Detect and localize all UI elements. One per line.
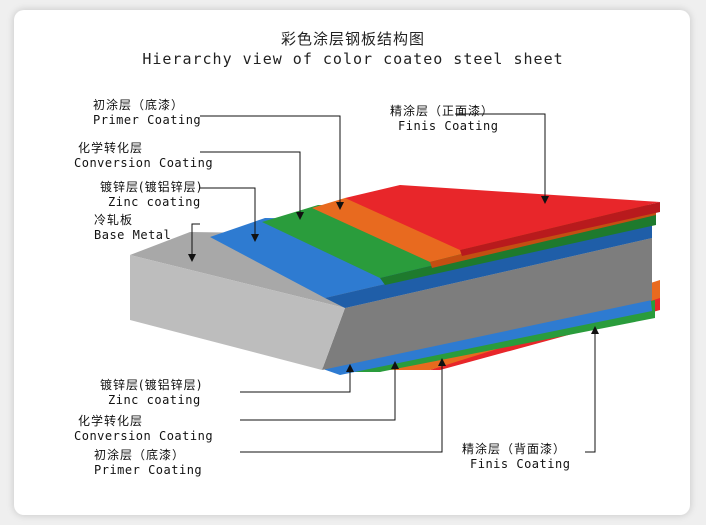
label-finish-top: 精涂层（正面漆） Finis Coating: [390, 104, 498, 134]
leader-lines: [191, 113, 596, 453]
label-finish-bottom: 精涂层（背面漆） Finis Coating: [462, 442, 570, 472]
label-conversion-bottom: 化学转化层 Conversion Coating: [74, 414, 213, 444]
leader-zinc-bottom: [240, 368, 351, 393]
leader-primer-bottom: [240, 362, 443, 453]
label-conversion-top: 化学转化层 Conversion Coating: [74, 141, 213, 171]
label-base: 冷轧板 Base Metal: [94, 213, 171, 243]
label-finish-bottom-en: Finis Coating: [470, 457, 571, 471]
top-finish-layer-face: [345, 185, 660, 250]
label-primer-bottom-en: Primer Coating: [94, 463, 203, 477]
label-conversion-bottom-cn: 化学转化层: [78, 414, 144, 428]
label-primer-top-en: Primer Coating: [93, 113, 202, 127]
label-base-en: Base Metal: [94, 228, 172, 242]
leader-zinc-top: [200, 187, 256, 238]
label-finish-top-en: Finis Coating: [398, 119, 499, 133]
label-conversion-top-en: Conversion Coating: [74, 156, 214, 170]
label-base-cn: 冷轧板: [94, 213, 134, 227]
label-primer-top: 初涂层（底漆） Primer Coating: [93, 98, 201, 128]
diagram-title-en: Hierarchy view of color coateo steel she…: [142, 50, 564, 68]
label-primer-top-cn: 初涂层（底漆）: [93, 98, 185, 112]
label-zinc-top-en: Zinc coating: [108, 195, 201, 209]
label-zinc-top-cn: 镀锌层(镀铝锌层): [100, 180, 203, 194]
label-finish-bottom-cn: 精涂层（背面漆）: [462, 442, 567, 456]
label-primer-bottom-cn: 初涂层（底漆）: [94, 448, 186, 462]
leader-finish-bottom: [585, 330, 596, 453]
base-metal-front: [322, 238, 652, 370]
label-conversion-top-cn: 化学转化层: [78, 141, 144, 155]
arrowheads: [188, 196, 599, 372]
top-finish-layer-edge: [460, 202, 660, 256]
diagram-title-cn: 彩色涂层钢板结构图: [280, 30, 425, 48]
label-finish-top-cn: 精涂层（正面漆）: [390, 104, 495, 118]
label-conversion-bottom-en: Conversion Coating: [74, 429, 214, 443]
leader-base: [191, 223, 200, 258]
label-zinc-bottom: 镀锌层(镀铝锌层) Zinc coating: [100, 378, 202, 408]
label-zinc-bottom-en: Zinc coating: [108, 393, 201, 407]
leader-conversion-top: [200, 151, 301, 216]
base-metal-side: [130, 255, 345, 370]
leader-conversion-bottom: [240, 365, 396, 421]
leader-finish-top: [455, 113, 546, 200]
label-zinc-bottom-cn: 镀锌层(镀铝锌层): [100, 378, 203, 392]
label-primer-bottom: 初涂层（底漆） Primer Coating: [94, 448, 202, 478]
label-zinc-top: 镀锌层(镀铝锌层) Zinc coating: [100, 180, 202, 210]
leader-primer-top: [200, 115, 341, 206]
